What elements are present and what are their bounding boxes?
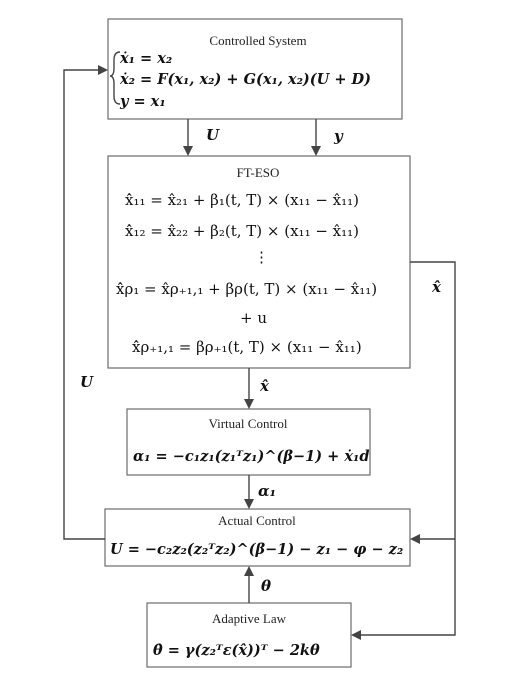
arrow-xhat-right-feedback bbox=[351, 261, 456, 640]
eso-eq-2: x̂̇₁₂ = x̂₂₂ + β₂(t, T) × (x₁₁ − x̂₁₁) bbox=[125, 222, 359, 240]
signal-label-xhat-right: x̂ bbox=[431, 278, 442, 296]
signal-label-y: y bbox=[333, 127, 344, 145]
arrow-y-system-to-eso bbox=[311, 119, 321, 156]
arrow-theta-adaptive-to-actual bbox=[244, 566, 254, 603]
controlled-system-title: Controlled System bbox=[209, 33, 306, 48]
signal-label-u: U bbox=[206, 126, 220, 144]
ft-eso-box bbox=[107, 155, 411, 369]
system-brace bbox=[109, 51, 121, 105]
signal-label-alpha1: α₁ bbox=[258, 482, 276, 500]
adaptive-law-title: Adaptive Law bbox=[212, 611, 287, 626]
actual-control-box bbox=[104, 508, 411, 567]
signal-label-u-feedback: U bbox=[80, 373, 94, 391]
controlled-system-block: Controlled System ẋ₁ = x₂ ẋ₂ = F(x₁, x₂)… bbox=[107, 18, 403, 120]
virtual-control-eq: α₁ = −c₁z₁(z₁ᵀz₁)^(β−1) + ẋ₁d bbox=[133, 448, 369, 465]
arrow-u-system-to-eso bbox=[183, 119, 193, 156]
ft-eso-block: FT-ESO x̂̇₁₁ = x̂₂₁ + β₁(t, T) × (x₁₁ − … bbox=[107, 155, 411, 369]
ft-eso-title: FT-ESO bbox=[237, 165, 280, 180]
adaptive-law-eq: θ̇ = γ(z₂ᵀε(x̂))ᵀ − 2kθ bbox=[153, 642, 320, 659]
signal-label-theta: θ bbox=[261, 577, 271, 595]
system-eq-3: y = x₁ bbox=[119, 93, 166, 110]
actual-control-eq: U = −c₂z₂(z₂ᵀz₂)^(β−1) − z₁ − φ − z₂ bbox=[110, 541, 403, 558]
virtual-control-title: Virtual Control bbox=[208, 416, 287, 431]
signal-label-xhat: x̂ bbox=[259, 377, 270, 395]
eso-eq-3: x̂̇ρ₁ = x̂ρ₊₁,₁ + βρ(t, T) × (x₁₁ − x̂₁₁… bbox=[116, 280, 377, 298]
adaptive-law-block: Adaptive Law θ̇ = γ(z₂ᵀε(x̂))ᵀ − 2kθ bbox=[146, 602, 352, 668]
arrow-xhat-eso-to-virtual bbox=[244, 368, 254, 409]
actual-control-title: Actual Control bbox=[218, 513, 296, 528]
actual-control-block: Actual Control U = −c₂z₂(z₂ᵀz₂)^(β−1) − … bbox=[104, 508, 411, 567]
system-eq-1: ẋ₁ = x₂ bbox=[119, 50, 172, 67]
eso-eq-4: x̂̇ρ₊₁,₁ = βρ₊₁(t, T) × (x₁₁ − x̂₁₁) bbox=[132, 338, 362, 356]
eso-eq-3b: + u bbox=[240, 309, 267, 327]
eso-ellipsis: ⋮ bbox=[254, 248, 269, 266]
controlled-system-box bbox=[107, 18, 403, 120]
arrow-alpha1-virtual-to-actual bbox=[244, 475, 254, 509]
virtual-control-block: Virtual Control α₁ = −c₁z₁(z₁ᵀz₁)^(β−1) … bbox=[126, 408, 371, 476]
eso-eq-1: x̂̇₁₁ = x̂₂₁ + β₁(t, T) × (x₁₁ − x̂₁₁) bbox=[125, 191, 359, 209]
arrow-u-left-feedback bbox=[63, 65, 108, 540]
system-eq-2: ẋ₂ = F(x₁, x₂) + G(x₁, x₂)(U + D) bbox=[119, 71, 371, 88]
